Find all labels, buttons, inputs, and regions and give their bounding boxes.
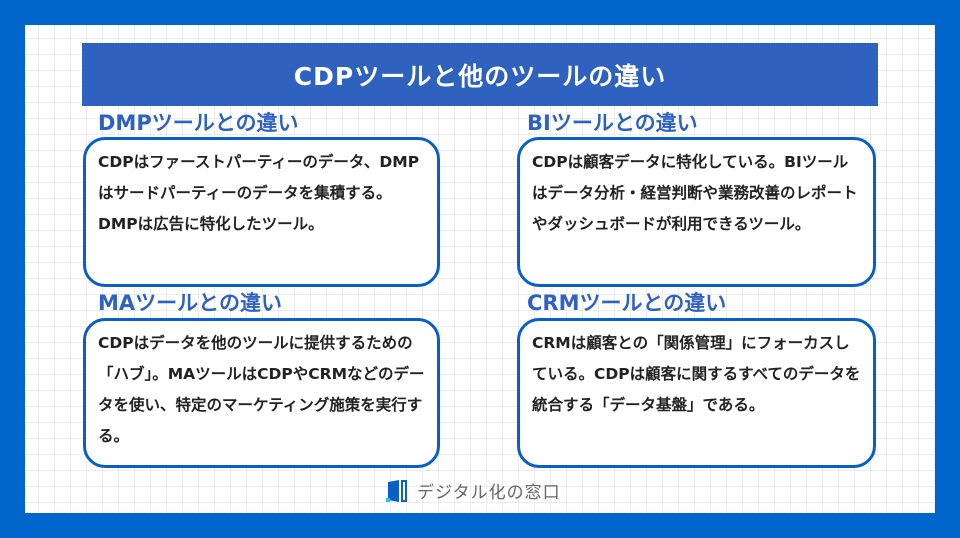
- page-title: CDPツールと他のツールの違い: [82, 43, 878, 106]
- card-crm: CRMは顧客との「関係管理」にフォーカスしている。CDPは顧客に関するすべてのデ…: [517, 318, 876, 468]
- card-dmp: CDPはファーストパーティーのデータ、DMPはサードパーティーのデータを集積する…: [83, 137, 440, 287]
- card-bi: CDPは顧客データに特化している。BIツールはデータ分析・経営判断や業務改善のレ…: [517, 137, 876, 287]
- card-ma: CDPはデータを他のツールに提供するための「ハブ」。MAツールはCDPやCRMな…: [83, 318, 440, 468]
- logo: デジタル化の窓口: [385, 478, 561, 503]
- heading-crm: CRMツールとの違い: [527, 291, 727, 315]
- heading-ma: MAツールとの違い: [98, 291, 282, 315]
- heading-dmp: DMPツールとの違い: [98, 111, 299, 135]
- heading-bi: BIツールとの違い: [527, 111, 698, 135]
- logo-text: デジタル化の窓口: [417, 483, 561, 503]
- logo-icon: [385, 479, 409, 503]
